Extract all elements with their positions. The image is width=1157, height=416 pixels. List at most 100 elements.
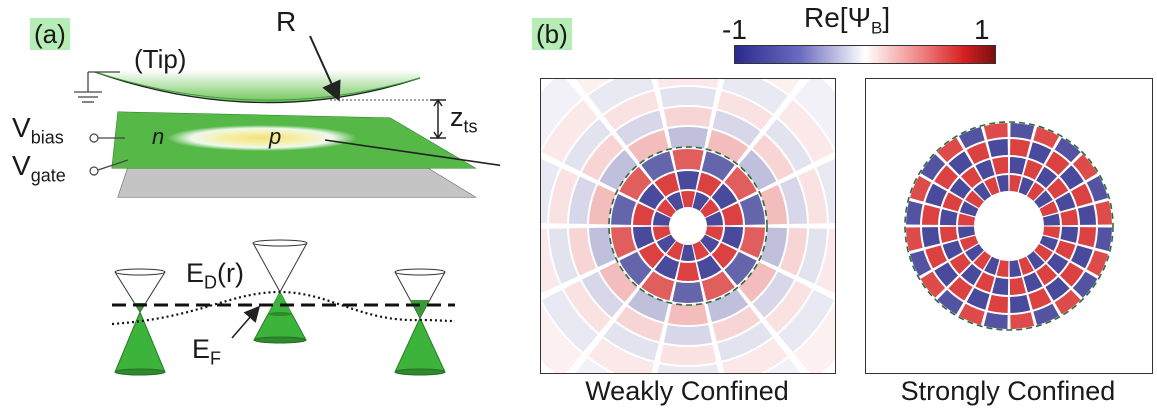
wave-lobe	[1059, 262, 1084, 287]
wave-lobe	[1026, 182, 1045, 201]
wave-lobe	[672, 149, 704, 171]
wave-lobe	[1026, 251, 1045, 270]
wave-lobe	[633, 226, 655, 249]
wave-lobe	[959, 235, 979, 251]
wave-lobe	[1034, 243, 1053, 262]
bias-lead	[89, 133, 125, 143]
wave-lobe	[588, 337, 654, 373]
wave-lobe	[937, 289, 964, 315]
wave-lobe	[1034, 190, 1053, 209]
wave-lobe	[798, 228, 827, 284]
wave-lobe	[1077, 227, 1096, 248]
wave-lobe	[541, 228, 560, 294]
wave-lobe	[1010, 294, 1031, 313]
wave-lobe	[1039, 235, 1059, 251]
wave-lobe	[676, 262, 700, 281]
ground-icon	[74, 71, 120, 103]
zts-label: zts	[450, 102, 478, 137]
wave-lobe	[722, 337, 788, 373]
wave-lobe	[1033, 126, 1060, 149]
wave-lobe	[1077, 204, 1096, 225]
wave-lobe	[922, 227, 941, 248]
wave-lobe	[722, 79, 788, 115]
wave-lobe	[937, 137, 964, 163]
strongly-confined-caption: Strongly Confined	[900, 376, 1116, 406]
wave-lobe	[987, 294, 1008, 313]
wave-lobe	[966, 142, 990, 164]
wave-lobe	[627, 129, 669, 164]
wave-lobe	[1033, 303, 1060, 326]
wave-lobe	[701, 271, 735, 301]
wave-lobe	[1023, 272, 1043, 293]
wave-lobe	[739, 193, 765, 225]
ef-arrow	[231, 305, 261, 339]
wave-lobe	[541, 158, 560, 224]
wave-lobe	[940, 209, 958, 226]
wave-lobe	[541, 99, 598, 163]
wave-lobe	[692, 241, 710, 260]
radius-arrow	[309, 35, 341, 102]
dirac-cone-center	[252, 239, 308, 344]
wave-lobe	[794, 79, 835, 149]
wave-lobe	[603, 91, 659, 130]
wave-lobe	[611, 193, 637, 225]
wave-lobe	[765, 119, 813, 172]
wave-lobe	[589, 227, 617, 268]
wave-lobe	[909, 250, 932, 277]
wave-lobe	[707, 129, 749, 164]
wave-lobe	[920, 154, 946, 181]
zoom-arrow	[324, 139, 500, 167]
wave-lobe	[738, 261, 777, 303]
wave-lobe	[641, 271, 675, 301]
dirac-cone-right	[394, 268, 446, 376]
wave-lobe	[700, 234, 720, 253]
wave-lobe	[659, 344, 717, 365]
gate-lead	[89, 159, 129, 176]
wave-lobe	[816, 158, 835, 224]
wave-lobe	[721, 203, 743, 226]
wave-lobe	[996, 175, 1009, 193]
wave-lobe	[611, 227, 637, 259]
wave-lobe	[654, 255, 680, 280]
wave-lobe	[569, 176, 597, 224]
wave-lobe	[705, 211, 723, 226]
dirac-point-curve	[111, 290, 456, 326]
wave-lobe	[657, 79, 719, 88]
wave-lobe	[1086, 250, 1109, 277]
wave-lobe	[638, 183, 665, 210]
wave-lobe	[958, 303, 985, 326]
wave-lobe	[922, 204, 941, 225]
wave-lobe	[965, 243, 984, 262]
wave-lobe	[712, 306, 761, 342]
wave-lobe	[1059, 165, 1084, 190]
wave-lobe	[633, 203, 655, 226]
wave-lobe	[615, 306, 664, 342]
wave-lobe	[541, 79, 582, 149]
wave-lobe	[942, 192, 963, 212]
wave-lobe	[627, 288, 669, 323]
wave-lobe	[588, 79, 654, 115]
wave-lobe	[925, 245, 947, 269]
wave-lobe	[581, 134, 624, 181]
wave-lobe	[1042, 213, 1060, 226]
wave-lobe	[765, 357, 801, 373]
wave-lobe	[934, 165, 959, 190]
wave-lobe	[680, 191, 696, 208]
wave-lobe	[940, 226, 958, 243]
wave-lobe	[653, 226, 671, 241]
wave-lobe	[657, 364, 719, 373]
wave-lobe	[666, 241, 684, 260]
wave-lobe	[948, 276, 973, 301]
wave-lobe	[663, 324, 713, 345]
wave-lobe	[798, 168, 827, 224]
wave-lobe	[692, 192, 710, 211]
wave-lobe	[973, 182, 992, 201]
wave-lobe	[984, 176, 1000, 196]
wave-lobe	[667, 126, 709, 149]
wave-lobe	[589, 184, 617, 225]
wave-lobe	[920, 271, 946, 298]
wave-lobe	[934, 262, 959, 287]
weakly-confined-map	[540, 78, 836, 374]
wave-lobe	[779, 228, 807, 276]
wave-lobe	[711, 183, 738, 210]
